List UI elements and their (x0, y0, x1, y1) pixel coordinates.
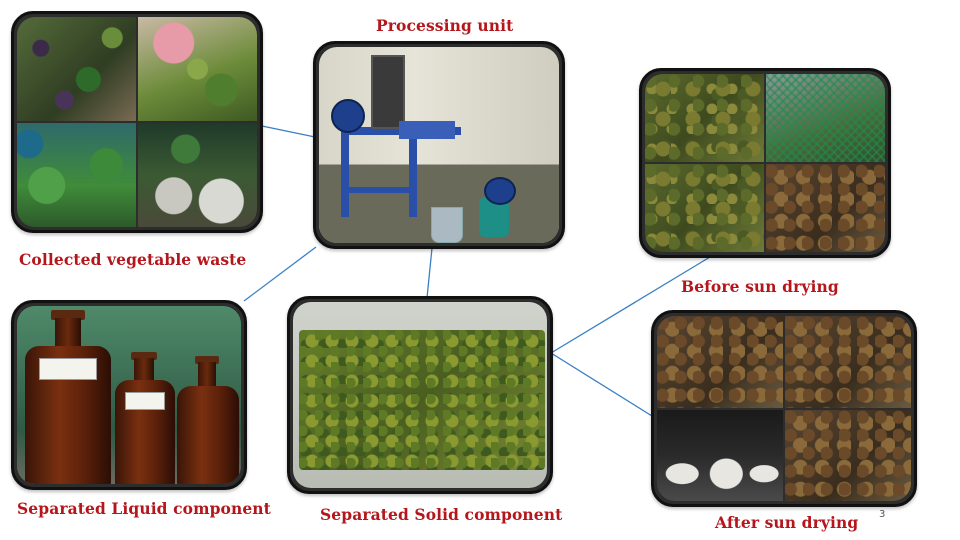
processing-unit-photo (313, 41, 565, 249)
waste-photo-1 (17, 17, 136, 121)
collected-waste-photo (11, 11, 263, 233)
after-drying-photo-3 (657, 409, 783, 501)
after-drying-label: After sun drying (715, 513, 859, 532)
after-drying-photo (651, 310, 917, 507)
page-number: 3 (879, 509, 886, 520)
collected-waste-label: Collected vegetable waste (19, 250, 247, 269)
before-drying-photo-3 (645, 164, 764, 252)
liquid-component-photo (11, 300, 247, 490)
waste-photo-3 (17, 123, 136, 227)
before-drying-photo-2 (766, 74, 885, 162)
connector-waste-processing (261, 125, 316, 138)
waste-photo-2 (138, 17, 257, 121)
connector-processing-liquid (243, 246, 317, 302)
solid-spread-photo (293, 302, 547, 488)
solid-component-photo (287, 296, 553, 494)
after-drying-photo-2 (785, 316, 911, 408)
before-drying-label: Before sun drying (681, 277, 839, 296)
solid-component-label: Separated Solid component (320, 505, 563, 524)
liquid-component-label: Separated Liquid component (17, 499, 271, 518)
waste-photo-4 (138, 123, 257, 227)
liquid-bottle-small (177, 386, 239, 484)
machine-photo (319, 47, 559, 243)
after-drying-photo-4 (785, 409, 911, 501)
after-drying-photo-1 (657, 316, 783, 408)
before-drying-photo (639, 68, 891, 258)
before-drying-photo-4 (766, 164, 885, 252)
connector-processing-solid (426, 247, 433, 299)
processing-unit-label: Processing unit (376, 16, 514, 35)
before-drying-photo-1 (645, 74, 764, 162)
bottles-photo (17, 306, 241, 484)
